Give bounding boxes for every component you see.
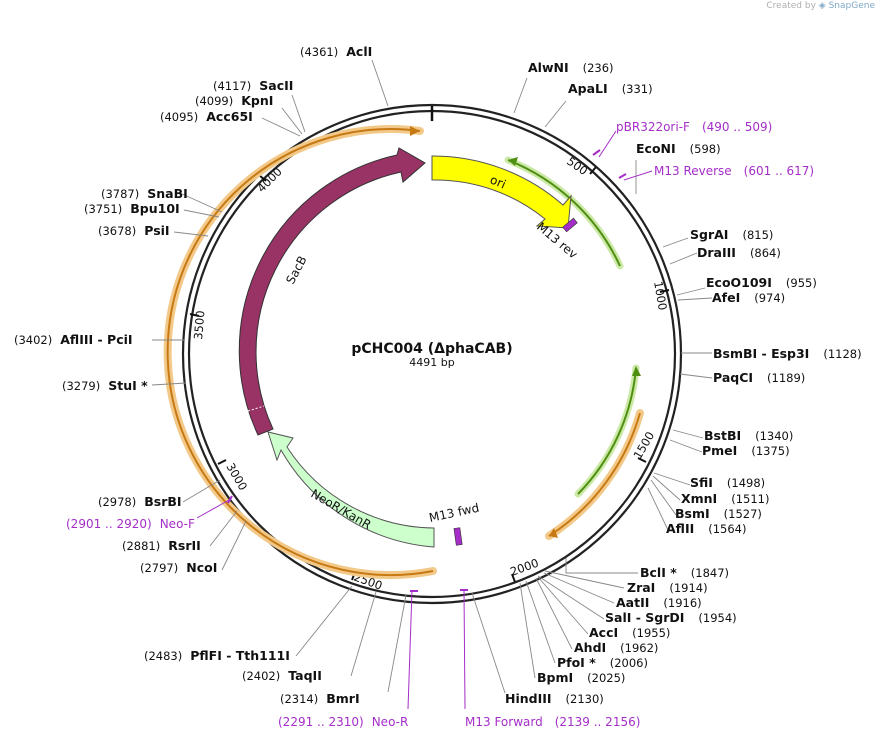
site-zraI: ZraI(1914) xyxy=(627,580,708,595)
m13-fwd-label: M13 fwd xyxy=(428,501,481,525)
site-bmrI: (2314)BmrI xyxy=(280,691,360,706)
site-aatII: AatII(1916) xyxy=(616,595,702,610)
primer-pbr322ori-f: pBR322ori-F(490 .. 509) xyxy=(616,120,772,134)
site-kpnI: (4099)KpnI xyxy=(195,93,273,108)
site-sacII: (4117)SacII xyxy=(213,78,293,93)
neor-kanr-label: NeoR/KanR xyxy=(309,486,374,532)
snapgene-logo-icon: ◈ xyxy=(818,1,826,11)
m13-rev-primer-site xyxy=(562,217,578,233)
site-ecoNI: EcoNI(598) xyxy=(636,141,721,156)
site-draIII: DraIII(864) xyxy=(697,245,781,260)
site-bpmI: BpmI(2025) xyxy=(537,670,625,685)
m13-fwd-primer-site xyxy=(453,527,463,546)
site-pfoI: PfoI *(2006) xyxy=(557,655,648,670)
tick-label-3000: 3000 xyxy=(223,461,250,493)
backbone-outer-ring xyxy=(181,103,683,605)
site-aclI: (4361)AclI xyxy=(300,44,372,59)
tick-label-1000: 1000 xyxy=(651,280,670,311)
site-apaLI: ApaLI(331) xyxy=(568,81,653,96)
site-salI-sgrDI: SalI - SgrDI(1954) xyxy=(605,610,737,625)
site-bpu10I: (3751)Bpu10I xyxy=(84,201,180,216)
site-afeI: AfeI(974) xyxy=(712,290,785,305)
site-ncoI: (2797)NcoI xyxy=(140,560,217,575)
sacb-label: SacB xyxy=(283,254,309,287)
sacb-segment-divider xyxy=(247,405,265,412)
site-sfiI: SfiI(1498) xyxy=(690,475,765,490)
orf-green-line-upper-right xyxy=(507,159,621,267)
site-alwNI: AlwNI(236) xyxy=(528,60,614,75)
credit-brand: SnapGene xyxy=(828,1,875,11)
site-pflFI-tth111I: (2483)PflFI - Tth111I xyxy=(144,648,290,663)
tick-label-3500: 3500 xyxy=(191,310,207,340)
credit-prefix: Created by xyxy=(766,1,816,11)
site-stuI: (3279)StuI * xyxy=(62,378,148,393)
neor-kanr-feature xyxy=(267,431,435,548)
primer-m13-forward: M13 Forward(2139 .. 2156) xyxy=(465,715,640,729)
orf-arrow-right xyxy=(549,528,558,538)
site-bclI: BclI *(1847) xyxy=(640,565,729,580)
site-pmeI: PmeI(1375) xyxy=(702,443,790,458)
primer-m13-reverse: M13 Reverse(601 .. 617) xyxy=(654,164,814,178)
site-bsmBI-esp3I: BsmBI - Esp3I(1128) xyxy=(713,346,862,361)
orf-arrow-upper-left xyxy=(410,126,420,136)
snapgene-credit: Created by ◈ SnapGene xyxy=(766,1,875,11)
primer-neo-r: (2291 .. 2310)Neo-R xyxy=(278,715,408,729)
plasmid-length: 4491 bp xyxy=(409,356,454,369)
primer-leader-lines xyxy=(196,130,653,710)
site-bsmI: BsmI(1527) xyxy=(675,506,762,521)
plasmid-name: pCHC004 (ΔphaCAB) xyxy=(351,341,512,357)
site-xmnI: XmnI(1511) xyxy=(681,491,769,506)
primer-neo-f: (2901 .. 2920)Neo-F xyxy=(66,517,195,531)
primer-tick-marks xyxy=(227,149,627,592)
ori-label-text: ori xyxy=(488,173,508,192)
site-taqII: (2402)TaqII xyxy=(242,668,322,683)
orf-green-arrow-upper-right xyxy=(508,157,518,166)
tick-label-2000: 2000 xyxy=(508,556,540,579)
orf-line-upper-left xyxy=(166,128,434,576)
site-snaBI: (3787)SnaBI xyxy=(101,186,188,201)
site-ecoO109I: EcoO109I(955) xyxy=(706,275,817,290)
site-psiI: (3678)PsiI xyxy=(98,223,170,238)
site-bstBI: BstBI(1340) xyxy=(704,428,793,443)
site-paqCI: PaqCI(1189) xyxy=(713,370,805,385)
orf-green-arrow-right xyxy=(632,366,641,376)
orf-line-right xyxy=(548,412,641,537)
ori-label: ori xyxy=(488,173,508,192)
site-ahdI: AhdI(1962) xyxy=(574,640,658,655)
site-rsrII: (2881)RsrII xyxy=(122,538,201,553)
site-leader-lines xyxy=(151,59,713,694)
site-acc65I: (4095)Acc65I xyxy=(160,109,253,124)
site-sgrAI: SgrAI(815) xyxy=(690,227,773,242)
orf-green-line-right xyxy=(577,367,637,495)
site-aflII: AflII(1564) xyxy=(666,521,747,536)
ori-feature xyxy=(431,155,572,229)
site-aflIII-pciI: (3402)AflIII - PciI xyxy=(14,332,133,347)
sacb-feature xyxy=(238,147,426,436)
site-hindIII: HindIII(2130) xyxy=(505,691,604,706)
site-bsrBI: (2978)BsrBI xyxy=(98,494,182,509)
site-accI: AccI(1955) xyxy=(589,625,670,640)
